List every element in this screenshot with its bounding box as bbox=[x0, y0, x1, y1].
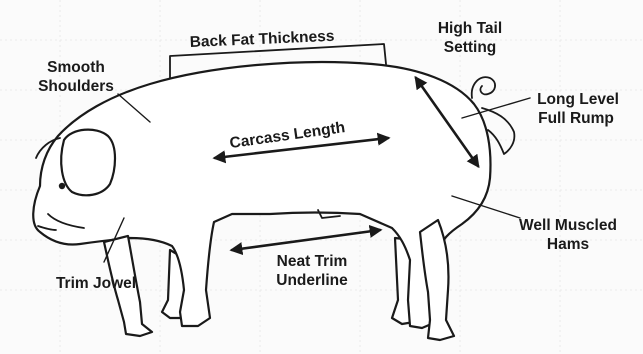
label-high-tail-setting-line1: High Tail bbox=[438, 20, 502, 37]
pig-eye bbox=[59, 183, 65, 189]
pig-tail bbox=[472, 77, 495, 98]
label-long-level-full-rump-line2: Full Rump bbox=[538, 110, 614, 127]
label-smooth-shoulders-line1: Smooth bbox=[47, 59, 105, 76]
pig-silhouette bbox=[33, 62, 514, 340]
underline-arrow bbox=[232, 230, 380, 250]
label-trim-jowel: Trim Jowel bbox=[56, 275, 136, 292]
label-neat-trim-underline-line2: Underline bbox=[276, 272, 348, 289]
label-well-muscled-hams-line2: Hams bbox=[547, 236, 589, 253]
label-neat-trim-underline-line1: Neat Trim bbox=[277, 253, 348, 270]
label-long-level-full-rump-line1: Long Level bbox=[537, 91, 619, 108]
label-smooth-shoulders-line2: Shoulders bbox=[38, 78, 114, 95]
pig-ear bbox=[61, 130, 115, 196]
label-well-muscled-hams-line1: Well Muscled bbox=[519, 217, 617, 234]
label-high-tail-setting-line2: Setting bbox=[444, 39, 497, 56]
